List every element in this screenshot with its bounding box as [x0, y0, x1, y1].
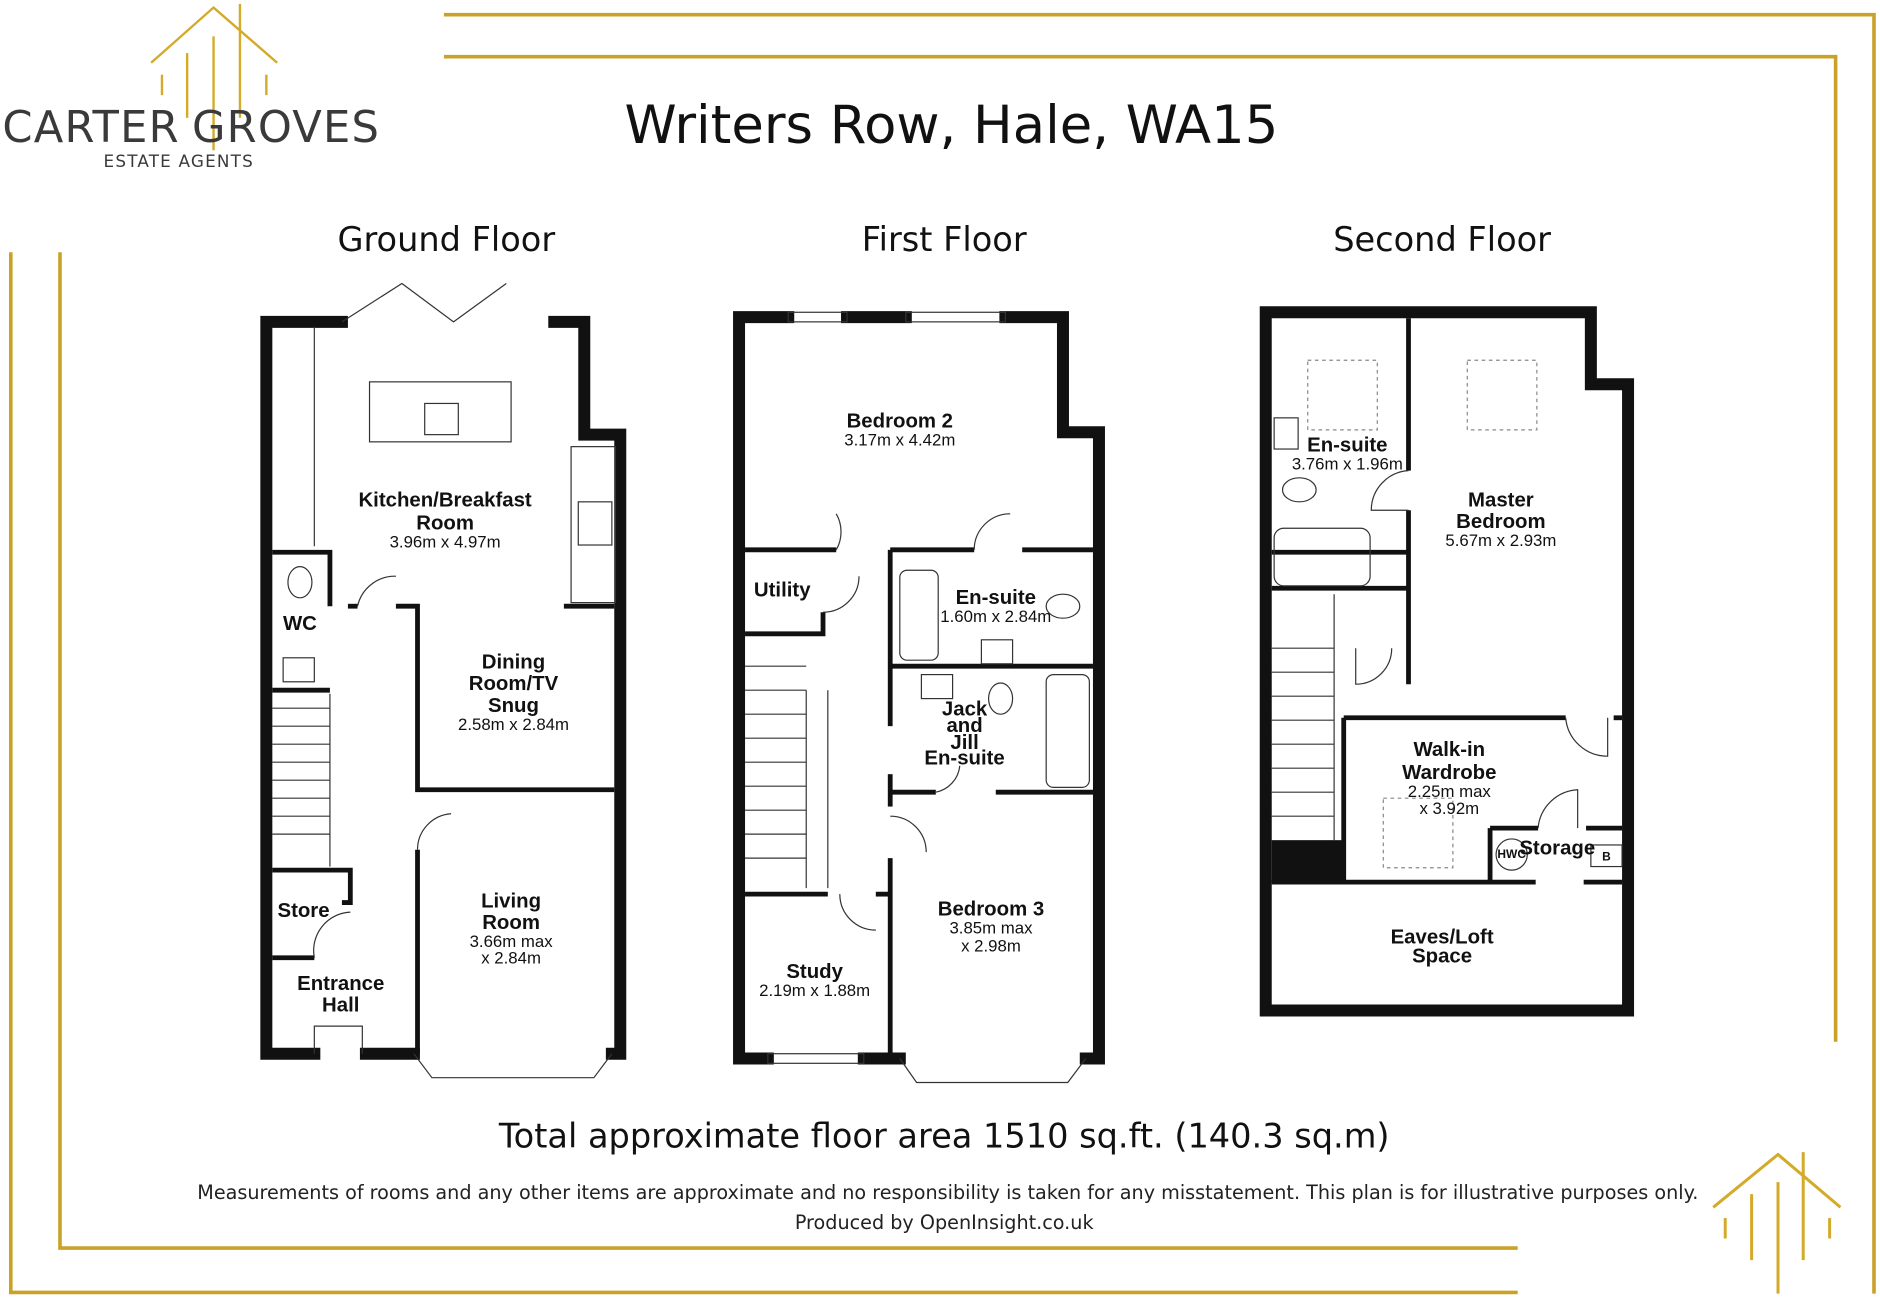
- room-name: Dining: [482, 652, 545, 674]
- room-name: Living: [481, 890, 541, 912]
- room-name: Entrance: [297, 973, 384, 995]
- room-dimensions: 5.67m x 2.93m: [1445, 531, 1556, 550]
- ground-floor-plan: [260, 282, 627, 1079]
- room-name: Kitchen/Breakfast: [358, 490, 531, 512]
- room-dimensions: 3.76m x 1.96m: [1292, 454, 1403, 473]
- room-dimensions: 2.58m x 2.84m: [458, 715, 569, 734]
- room-dimensions: 2.19m x 1.88m: [759, 981, 870, 1000]
- staircase: [272, 693, 331, 867]
- room-living: Living Room 3.66m max x 2.84m: [470, 890, 554, 967]
- boiler-icon: [1590, 844, 1623, 868]
- room-dimensions: 1.60m x 2.84m: [940, 607, 1051, 626]
- room-name: Room: [482, 912, 540, 934]
- staircase: [745, 665, 829, 889]
- room-name: Hall: [322, 995, 359, 1017]
- staircase: [1271, 594, 1335, 841]
- room-name: En-suite: [1307, 434, 1387, 456]
- room-name: Bedroom 2: [847, 410, 953, 432]
- room-master-bedroom: Master Bedroom 5.67m x 2.93m: [1445, 490, 1556, 551]
- logo-word-groves: GROVES: [192, 103, 380, 153]
- room-dimensions: 3.17m x 4.42m: [844, 430, 955, 449]
- room-name: En-suite: [956, 587, 1036, 609]
- room-en-suite-first: En-suite 1.60m x 2.84m: [940, 587, 1051, 626]
- room-name: Eaves/Loft: [1391, 926, 1494, 948]
- hwc-label: HWC: [1497, 847, 1526, 861]
- total-floor-area: Total approximate floor area 1510 sq.ft.…: [498, 1116, 1390, 1155]
- room-name: Bedroom: [1456, 511, 1545, 533]
- room-name: Wardrobe: [1402, 762, 1496, 784]
- house-logo-icon: [1712, 1152, 1842, 1294]
- floor-title-second: Second Floor: [1333, 220, 1551, 259]
- hot-water-cylinder-icon: [1495, 838, 1528, 871]
- room-jack-and-jill: Jack and Jill En-suite: [924, 698, 1004, 769]
- second-floor-plan: HWC B: [1259, 306, 1635, 1017]
- room-utility: Utility: [754, 580, 811, 602]
- room-dimensions: 3.85m max: [949, 919, 1033, 938]
- room-name: and: [946, 715, 982, 737]
- room-name: Room: [416, 512, 474, 534]
- room-bedroom-2: Bedroom 2 3.17m x 4.42m: [844, 410, 955, 449]
- room-dining-snug: Dining Room/TV Snug 2.58m x 2.84m: [458, 652, 569, 734]
- logo-tagline: ESTATE AGENTS: [104, 151, 254, 171]
- room-name: Bedroom 3: [938, 899, 1044, 921]
- disclaimer: Measurements of rooms and any other item…: [197, 1181, 1698, 1204]
- room-bedroom-3: Bedroom 3 3.85m max x 2.98m: [938, 899, 1044, 956]
- gold-frame: [8, 12, 1876, 1295]
- room-kitchen-breakfast: Kitchen/Breakfast Room 3.96m x 4.97m: [358, 490, 531, 552]
- room-en-suite-second: En-suite 3.76m x 1.96m: [1292, 434, 1403, 473]
- room-dimensions: 3.66m max: [470, 932, 554, 951]
- room-study: Study 2.19m x 1.88m: [759, 961, 870, 1000]
- room-name: Walk-in: [1413, 739, 1485, 761]
- room-name: Space: [1412, 946, 1472, 968]
- room-name: Snug: [488, 695, 539, 717]
- room-name: Jack: [942, 698, 988, 720]
- room-name: Room/TV: [469, 673, 559, 695]
- floor-title-first: First Floor: [862, 220, 1027, 259]
- room-dimensions: 2.25m max: [1408, 782, 1492, 801]
- carter-groves-logo: CARTER GROVES ESTATE AGENTS: [2, 3, 380, 171]
- logo-word-carter: CARTER: [2, 103, 179, 153]
- room-store: Store: [277, 900, 329, 922]
- room-name: Study: [786, 961, 843, 983]
- house-logo-icon: [150, 3, 278, 151]
- room-name: Jill: [950, 732, 978, 754]
- room-dimensions: x 3.92m: [1419, 799, 1479, 818]
- room-entrance-hall: Entrance Hall: [297, 973, 384, 1017]
- boiler-label: B: [1602, 850, 1611, 864]
- produced-by: Produced by OpenInsight.co.uk: [795, 1211, 1095, 1234]
- room-wc: WC: [283, 613, 317, 635]
- room-name: Master: [1468, 490, 1534, 512]
- room-walk-in-wardrobe: Walk-in Wardrobe 2.25m max x 3.92m: [1402, 739, 1496, 818]
- first-floor-plan: [733, 311, 1105, 1084]
- room-dimensions: 3.96m x 4.97m: [390, 532, 501, 551]
- room-name: En-suite: [924, 748, 1004, 770]
- room-storage: Storage: [1519, 838, 1595, 860]
- room-dimensions: x 2.84m: [481, 949, 541, 968]
- room-eaves-loft: Eaves/Loft Space: [1391, 926, 1494, 967]
- page-title: Writers Row, Hale, WA15: [625, 95, 1279, 156]
- room-dimensions: x 2.98m: [961, 937, 1021, 956]
- floor-title-ground: Ground Floor: [337, 220, 555, 259]
